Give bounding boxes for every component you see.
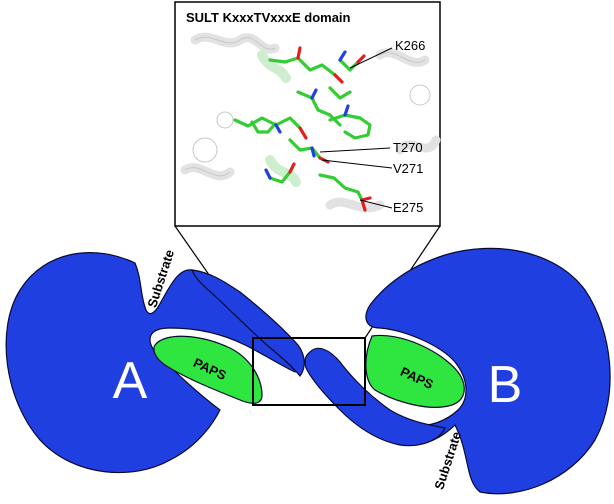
interface-box (252, 337, 366, 406)
residue-label-t270: T270 (393, 140, 423, 155)
monomer-b-label: B (488, 356, 523, 414)
ribbon-outline (184, 36, 431, 177)
paps-cofactor-b (365, 334, 465, 408)
residue-label-v271: V271 (393, 161, 423, 176)
monomer-a-label: A (113, 352, 148, 410)
residue-label-k266: K266 (395, 38, 425, 53)
monomer-b: PAPS B Substrate (304, 247, 611, 495)
inset-panel: SULT KxxxTVxxxE domain K266 T270 V271 E2… (174, 1, 441, 227)
highlight-helices (257, 50, 301, 187)
sticks-oxygen (288, 46, 372, 212)
monomer-a: PAPS A Substrate (5, 248, 305, 474)
monomer-a-shape (5, 252, 298, 474)
inset-title: SULT KxxxTVxxxE domain (186, 10, 351, 25)
monomer-b-linker (304, 347, 446, 447)
sticks-carbon (233, 56, 372, 202)
residue-leaders (319, 47, 393, 209)
monomer-a-linker (191, 269, 305, 377)
sticks-nitrogen (264, 50, 350, 180)
residue-label-e275: E275 (393, 200, 423, 215)
paps-cofactor-a (153, 335, 263, 404)
